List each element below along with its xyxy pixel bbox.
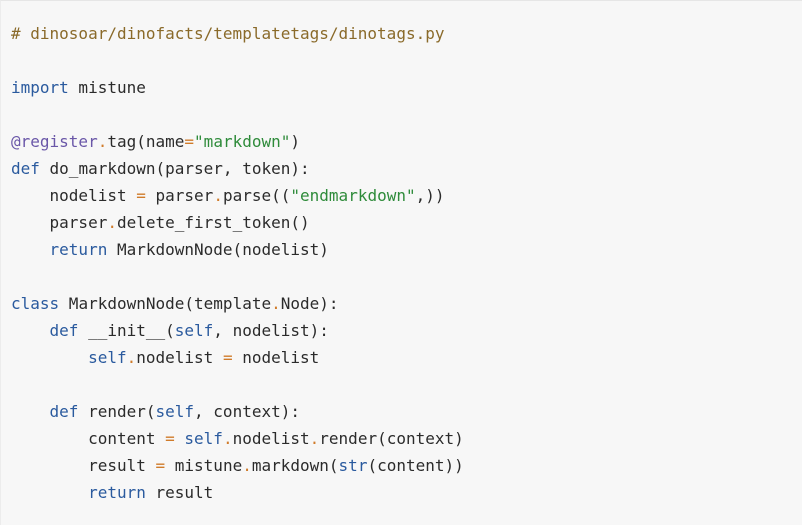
code-builtin: self (174, 321, 214, 340)
code-text: parser (11, 213, 108, 232)
code-operator: . (271, 294, 281, 313)
code-operator: . (107, 213, 117, 232)
code-line: content = self.nodelist.render(context) (11, 425, 464, 452)
code-operator: = (165, 429, 175, 448)
code-text (11, 348, 88, 367)
code-text: render( (78, 402, 156, 421)
code-line: class MarkdownNode(template.Node): (11, 290, 464, 317)
code-text: mistune (165, 456, 243, 475)
code-text: ,)) (415, 186, 445, 205)
code-line (11, 47, 464, 74)
code-text: nodelist (232, 429, 310, 448)
code-operator: = (155, 456, 166, 475)
code-operator: . (309, 429, 320, 448)
code-line (11, 371, 464, 398)
code-text: __init__( (78, 321, 175, 340)
code-builtin: self (88, 348, 127, 367)
code-text: parse(( (222, 186, 291, 205)
code-operator: . (242, 456, 252, 475)
code-line: result = mistune.markdown(str(content)) (11, 452, 464, 479)
code-text: render(context) (319, 429, 464, 448)
code-operator: . (213, 186, 223, 205)
code-string: "markdown" (194, 132, 291, 151)
code-keyword: class (11, 294, 60, 313)
code-text (175, 429, 185, 448)
code-line: return result (11, 479, 464, 506)
code-operator: . (126, 348, 137, 367)
code-text: result (145, 483, 214, 502)
code-line (11, 101, 464, 128)
code-text (11, 402, 50, 421)
code-line (11, 263, 464, 290)
code-text: mistune (68, 78, 146, 97)
code-text: MarkdownNode(nodelist) (107, 240, 329, 259)
code-keyword: import (11, 78, 69, 97)
code-text: result (11, 456, 156, 475)
code-keyword: return (49, 240, 108, 259)
code-line: @register.tag(name="markdown") (11, 128, 464, 155)
code-keyword: return (88, 483, 146, 502)
code-operator: = (184, 132, 195, 151)
code-builtin: self (184, 429, 223, 448)
code-text (11, 321, 50, 340)
code-line: def __init__(self, nodelist): (11, 317, 464, 344)
code-builtin: str (338, 456, 368, 475)
code-builtin: self (155, 402, 195, 421)
code-line: import mistune (11, 74, 464, 101)
code-text (11, 483, 88, 502)
code-text (11, 240, 50, 259)
code-text: MarkdownNode(template (59, 294, 272, 313)
code-operator: . (97, 132, 108, 151)
code-text: tag(name (107, 132, 185, 151)
code-line: # dinosoar/dinofacts/templatetags/dinota… (11, 20, 464, 47)
code-operator: = (136, 186, 146, 205)
code-text: Node): (280, 294, 339, 313)
code-text: delete_first_token() (116, 213, 310, 232)
code-decorator: @register (11, 132, 98, 151)
code-line: nodelist = parser.parse(("endmarkdown",)… (11, 182, 464, 209)
code-text: ) (290, 132, 301, 151)
code-text: content (11, 429, 166, 448)
code-keyword: def (49, 402, 79, 421)
code-text: , context): (194, 402, 300, 421)
code-operator: = (222, 348, 233, 367)
code-text: nodelist (136, 348, 223, 367)
code-comment: # dinosoar/dinofacts/templatetags/dinota… (11, 24, 445, 43)
code-text: parser (145, 186, 214, 205)
code-line: return MarkdownNode(nodelist) (11, 236, 464, 263)
code-keyword: def (49, 321, 79, 340)
code-text: (content)) (367, 456, 464, 475)
code-line: def render(self, context): (11, 398, 464, 425)
code-line: self.nodelist = nodelist (11, 344, 464, 371)
code-line: parser.delete_first_token() (11, 209, 464, 236)
code-string: "endmarkdown" (290, 186, 416, 205)
code-text: markdown( (251, 456, 339, 475)
code-operator: . (222, 429, 233, 448)
code-listing[interactable]: # dinosoar/dinofacts/templatetags/dinota… (11, 20, 464, 506)
code-text: nodelist (11, 186, 137, 205)
code-text: , nodelist): (213, 321, 329, 340)
code-keyword: def (11, 159, 40, 178)
code-line: def do_markdown(parser, token): (11, 155, 464, 182)
code-text: do_markdown(parser, token): (39, 159, 310, 178)
code-text: nodelist (232, 348, 320, 367)
